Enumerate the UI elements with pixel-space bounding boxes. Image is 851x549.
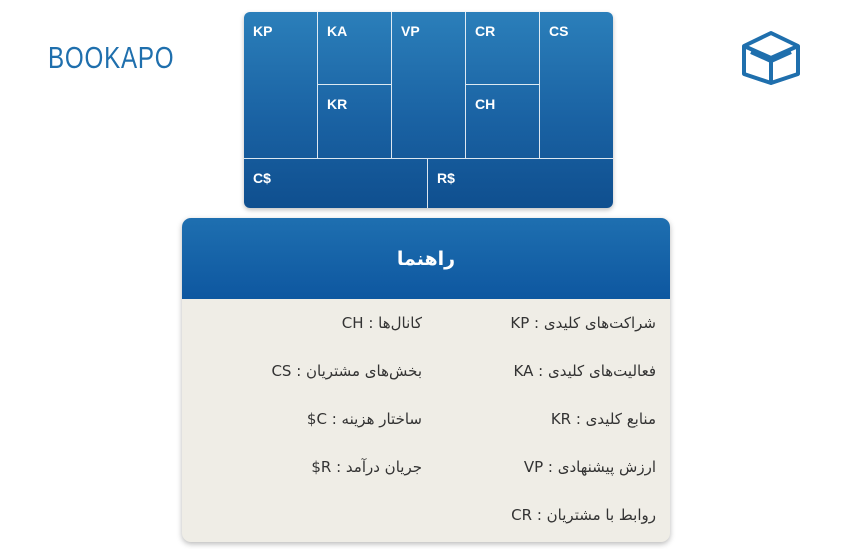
block-revenue-streams: R$ <box>428 159 613 208</box>
legend-title: راهنما <box>182 218 670 299</box>
legend-item-kp: شراکت‌های کلیدی : KP <box>510 314 656 332</box>
legend-item-ka: فعالیت‌های کلیدی : KA <box>513 362 656 380</box>
block-cost-structure: C$ <box>244 159 428 208</box>
legend-item-kr: منابع کلیدی : KR <box>550 410 656 428</box>
block-label: KR <box>327 96 348 112</box>
block-key-resources: KR <box>318 85 392 159</box>
block-label: CH <box>475 96 496 112</box>
block-label: CS <box>549 23 569 39</box>
block-key-partners: KP <box>244 12 318 159</box>
block-value-propositions: VP <box>392 12 466 159</box>
block-label: CR <box>475 23 496 39</box>
block-customer-relationships: CR <box>466 12 540 85</box>
legend-panel: راهنما شراکت‌های کلیدی : KP فعالیت‌های ک… <box>182 218 670 542</box>
legend-item-cost: ساختار هزینه : C$ <box>306 410 422 428</box>
block-key-activities: KA <box>318 12 392 85</box>
legend-item-cs: بخش‌های مشتریان : CS <box>271 362 422 380</box>
block-label: C$ <box>253 170 271 186</box>
legend-item-vp: ارزش پیشنهادی : VP <box>523 458 656 476</box>
business-model-canvas: KP KA KR VP CR CH CS C$ R$ <box>244 12 613 208</box>
brand-logo-text: BOOKAPO <box>48 40 175 75</box>
block-label: KP <box>253 23 273 39</box>
legend-item-cr: روابط با مشتریان : CR <box>511 506 656 524</box>
legend-item-rev: جریان درآمد : R$ <box>311 458 422 476</box>
block-label: R$ <box>437 170 455 186</box>
legend-item-ch: کانال‌ها : CH <box>341 314 422 332</box>
block-label: VP <box>401 23 420 39</box>
block-customer-segments: CS <box>540 12 613 159</box>
book-logo-icon <box>742 31 800 85</box>
block-label: KA <box>327 23 348 39</box>
block-channels: CH <box>466 85 540 159</box>
